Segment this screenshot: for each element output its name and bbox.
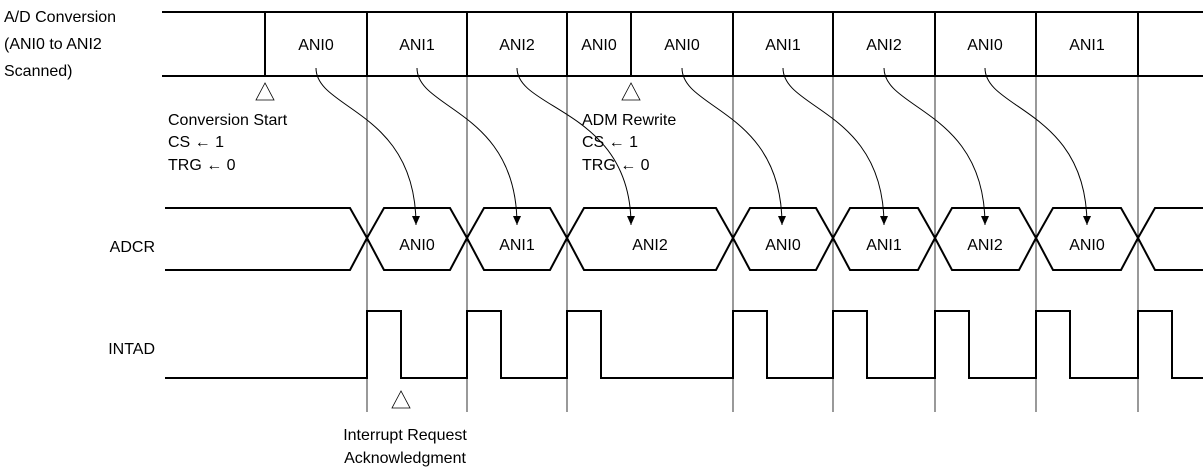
arrow-ani0-to-adcr-1 [315,67,420,226]
adm-rewrite-text: ADM Rewrite [582,112,676,129]
ad-slot-8-label: ANI0 [967,37,1003,54]
reference-lines [366,76,1139,412]
intad-row-label: INTAD [108,341,155,358]
ad-conversion-label-line3: Scanned) [4,63,73,80]
ad-slot-1-label: ANI0 [298,37,334,54]
ad-conversion-label-line2: (ANI0 to ANI2 [4,36,102,53]
interrupt-ack-text: Acknowledgment [344,450,466,467]
ad-slot-3-label: ANI2 [499,37,535,54]
adm-rewrite-marker-icon [621,82,641,101]
adcr-row-label: ADCR [110,239,155,256]
ad-slot-9-label: ANI1 [1069,37,1105,54]
ad-slot-7-label: ANI2 [866,37,902,54]
arrow-ani1-to-adcr-2 [416,67,521,226]
adcr-waveform: ANI0 ANI1 ANI2 ANI0 ANI1 ANI2 ANI0 [165,207,1203,271]
ad-slot-2-label: ANI1 [399,37,435,54]
conversion-result-arrows [315,67,1091,226]
intad-waveform [165,310,1203,379]
arrow-ani2-to-adcr-6 [883,67,989,226]
interrupt-ack-marker-icon [391,390,411,409]
ad-conversion-label-line1: A/D Conversion [4,9,116,26]
arrow-ani0-to-adcr-4 [681,67,786,226]
conversion-start-trg: TRG ← 0 [168,157,236,174]
ad-slot-6-label: ANI1 [765,37,801,54]
ad-conversion-row: ANI0 ANI1 ANI2 ANI0 ANI0 ANI1 ANI2 ANI0 … [162,11,1203,77]
arrow-ani0-to-adcr-7 [984,67,1091,226]
adcr-slot-2-label: ANI1 [499,237,535,254]
adm-rewrite-cs: CS ← 1 [582,134,638,151]
ad-slot-4-label: ANI0 [581,37,617,54]
arrow-ani1-to-adcr-5 [782,67,888,226]
adm-rewrite-trg: TRG ← 0 [582,157,650,174]
interrupt-request-text: Interrupt Request [343,427,467,444]
ad-slot-5-label: ANI0 [664,37,700,54]
adcr-slot-4-label: ANI0 [765,237,801,254]
adcr-slot-7-label: ANI0 [1069,237,1105,254]
conversion-start-cs: CS ← 1 [168,134,224,151]
adcr-slot-1-label: ANI0 [399,237,435,254]
adcr-slot-3-label: ANI2 [632,237,668,254]
conversion-start-text: Conversion Start [168,112,288,129]
adcr-slot-5-label: ANI1 [866,237,902,254]
adcr-slot-6-label: ANI2 [967,237,1003,254]
arrow-ani2-to-adcr-3 [516,67,635,226]
conversion-start-marker-icon [255,82,275,101]
